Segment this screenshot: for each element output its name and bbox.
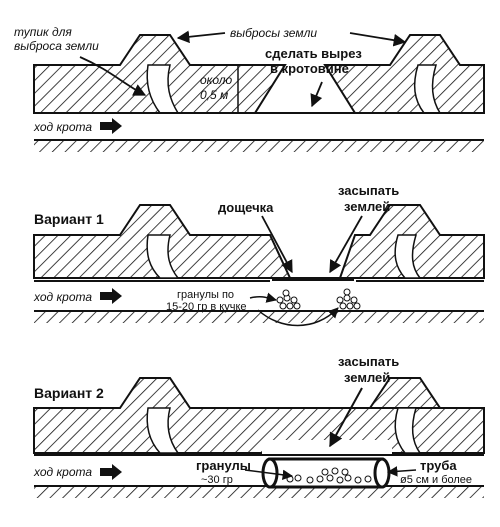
burrow-left — [146, 234, 180, 279]
mole-path-label-1: ход крота — [33, 120, 92, 134]
mound-arrow-right — [349, 32, 407, 47]
cover-label-1: засыпать — [338, 354, 399, 369]
dead-end-label-2: выброса земли — [14, 39, 99, 53]
tunnel-direction-arrow — [100, 118, 122, 134]
cover-label-1: засыпать — [338, 183, 399, 198]
panel-3: Вариант 2 засыпать землей гранулы ~30 гр… — [33, 354, 485, 498]
tunnel-floor — [34, 140, 484, 152]
cut-label-2: в кротовине — [270, 61, 349, 76]
pellets-label-1: гранулы — [196, 458, 251, 473]
board — [272, 277, 354, 281]
pellets-in-pipe — [286, 467, 372, 484]
mounds-label: выбросы земли — [230, 26, 317, 40]
pipe-label-1: труба — [420, 458, 457, 473]
cover-label-2: землей — [344, 199, 390, 214]
pellets-arrow — [244, 469, 294, 481]
depth-label-2: 0,5 м — [200, 88, 228, 102]
cover-arrow — [329, 215, 363, 274]
pipe-label-2: ø5 см и более — [400, 474, 472, 486]
variant-title: Вариант 2 — [34, 385, 104, 401]
cut-label-1: сделать вырез — [265, 46, 362, 61]
burrow-right — [394, 407, 422, 454]
mole-path-label-2: ход крота — [33, 290, 92, 304]
pellets-label-2: ~30 гр — [201, 474, 233, 486]
dead-end-arrow — [79, 56, 147, 96]
depth-label-1: около — [200, 73, 233, 87]
pellets-arrow-right — [257, 307, 339, 327]
covered-trench — [262, 440, 392, 454]
mound-arrow-left — [176, 30, 226, 44]
burrow-right — [394, 234, 422, 279]
board-arrow — [261, 215, 293, 274]
panel-2: Вариант 1 дощечка засыпать землей гранул… — [33, 183, 485, 327]
pellets-label-1: гранулы по — [177, 289, 234, 301]
soil-layer-left — [33, 377, 485, 454]
pellet-pile-right — [336, 288, 361, 310]
mole-path-label-3: ход крота — [33, 465, 92, 479]
cut-arrow — [310, 81, 323, 108]
pellets-arrow-left — [249, 292, 278, 303]
tunnel-direction-arrow — [100, 464, 122, 480]
panel-1: тупик для выброса земли выбросы земли сд… — [14, 25, 485, 152]
tunnel-direction-arrow — [100, 288, 122, 304]
burrow-left — [146, 407, 180, 454]
pipe-arrow — [386, 466, 417, 477]
cover-arrow — [329, 387, 363, 448]
variant-title: Вариант 1 — [34, 211, 104, 227]
pellets-label-2: 15-20 гр в кучке — [166, 301, 247, 313]
dead-end-label-1: тупик для — [14, 25, 72, 39]
cover-label-2: землей — [344, 370, 390, 385]
board-label: дощечка — [218, 200, 274, 215]
pellet-pile-left — [276, 289, 301, 310]
